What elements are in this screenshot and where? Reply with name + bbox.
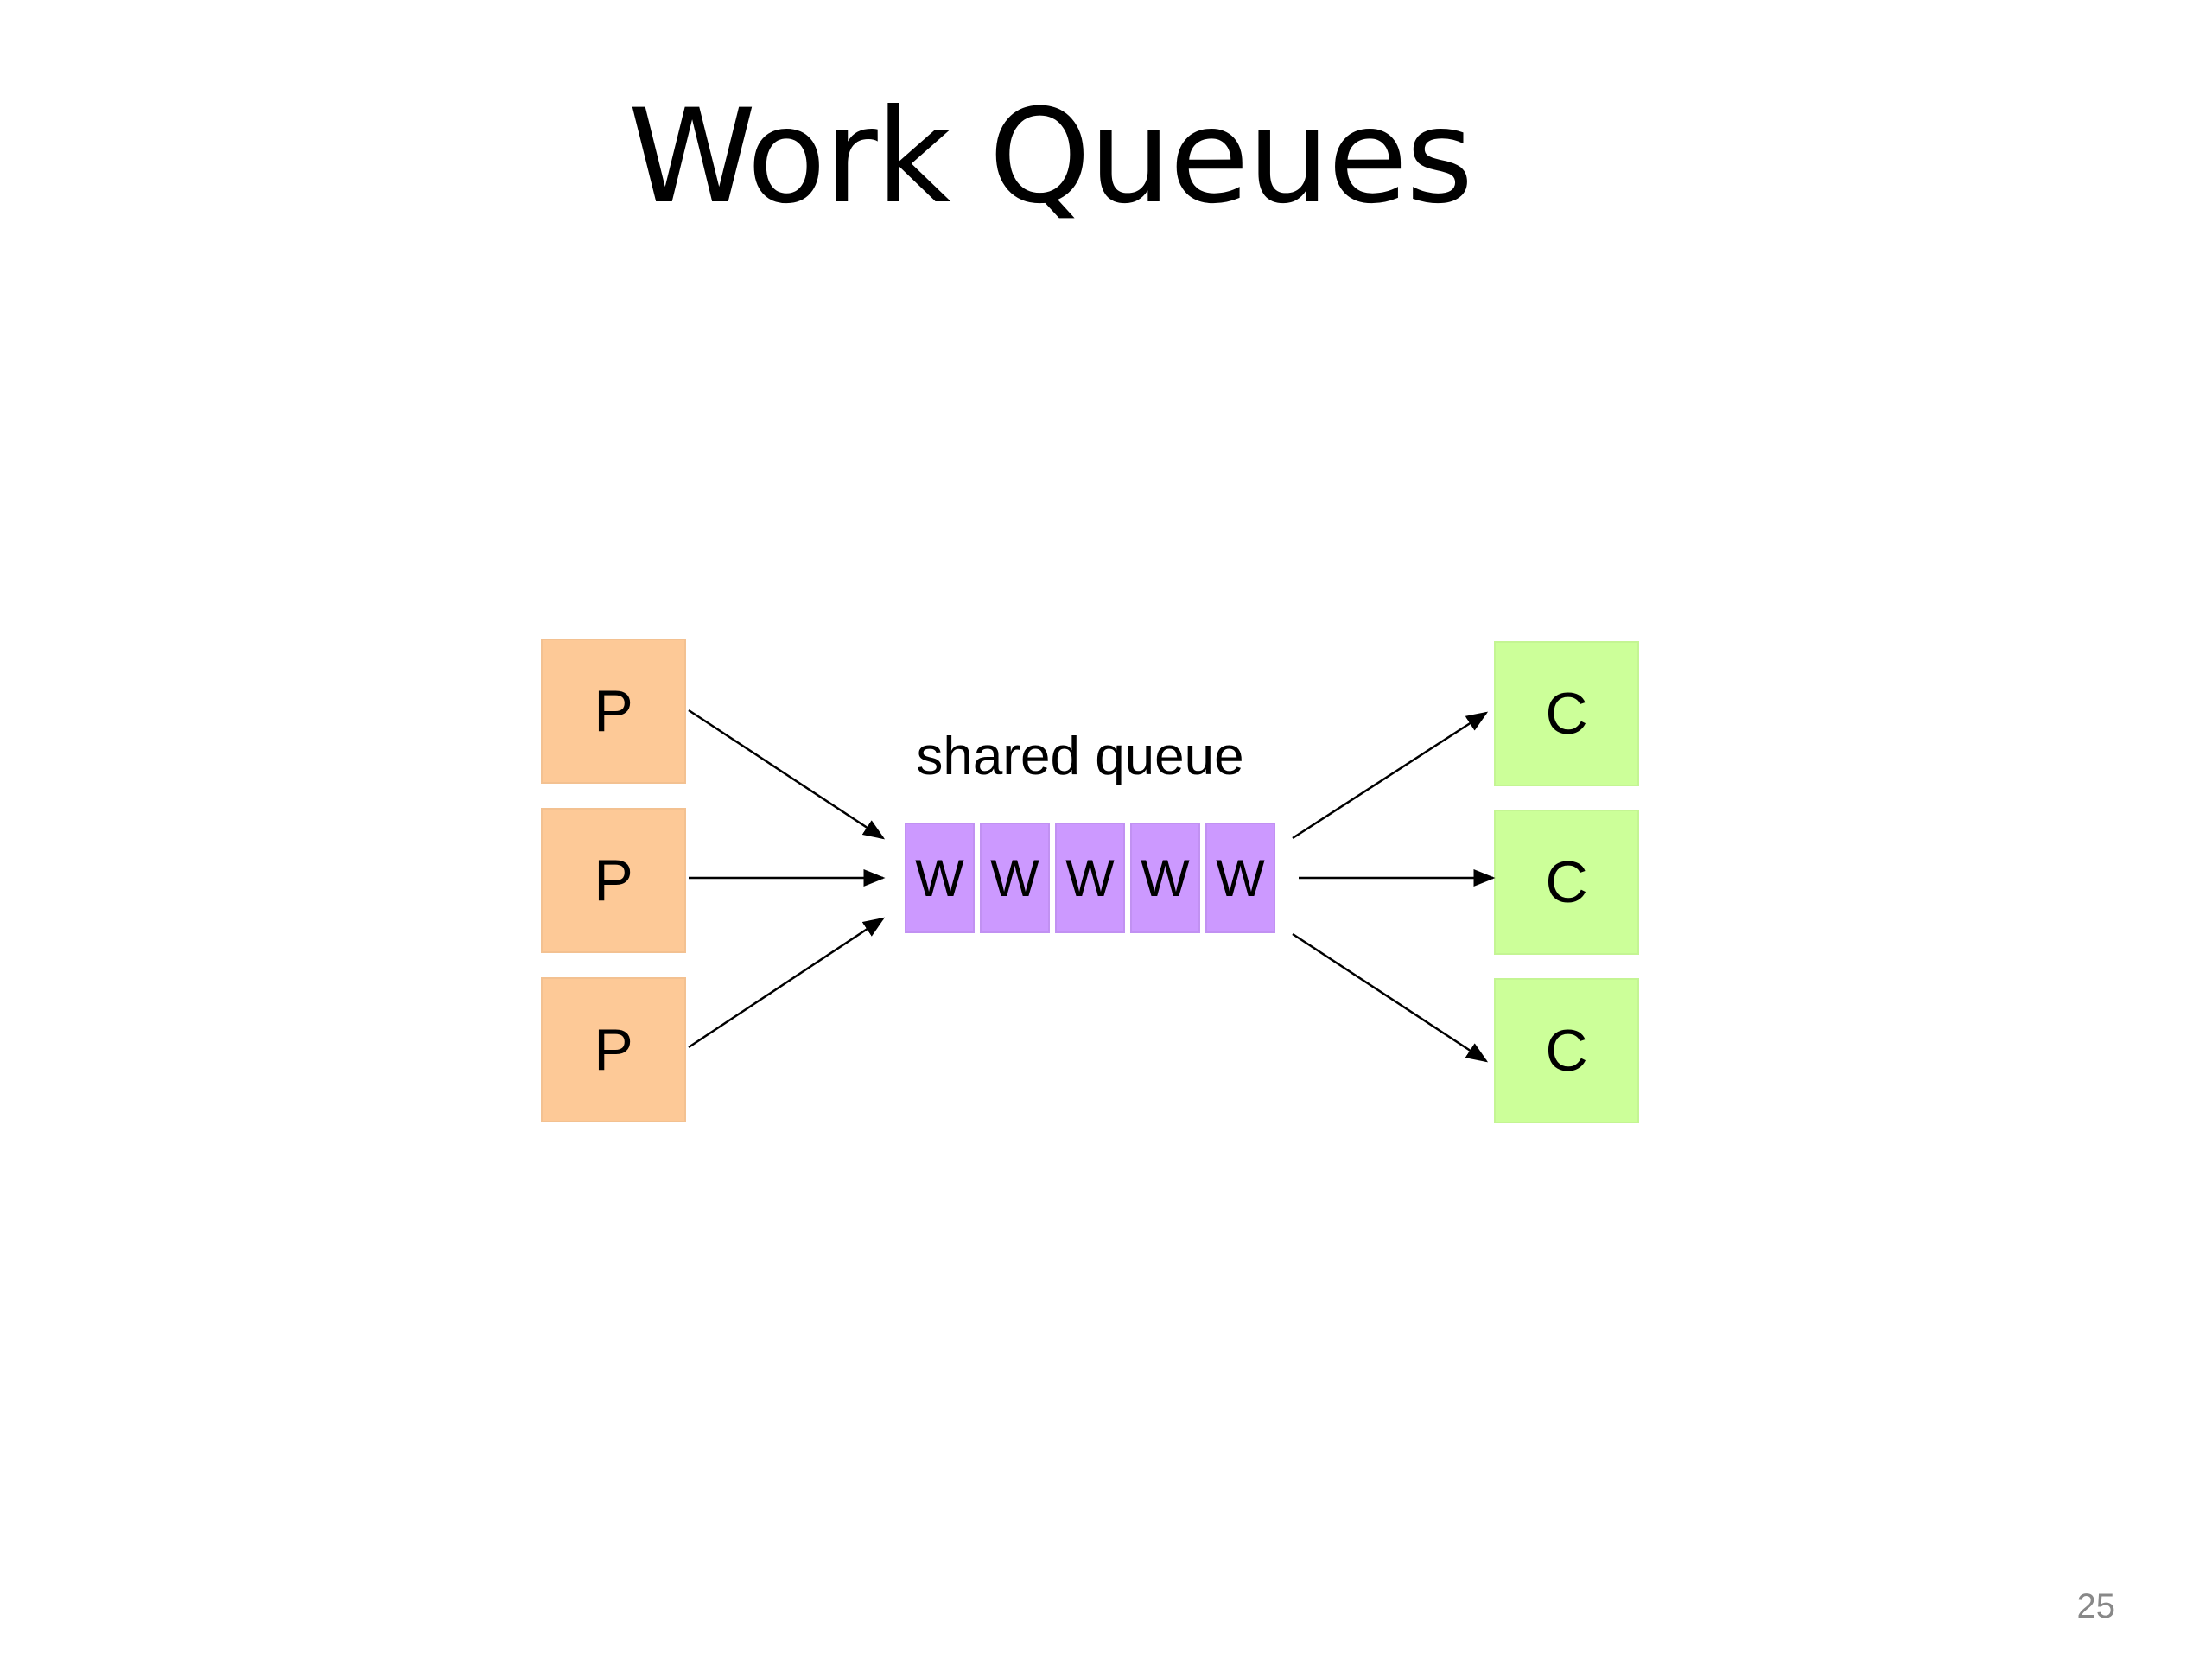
page-number: 25: [2076, 1587, 2116, 1625]
producer-to-queue-arrow: [688, 917, 886, 1049]
consumer-box: C: [1494, 810, 1639, 955]
shared-queue-label: shared queue: [916, 727, 1244, 786]
producer-box: P: [541, 639, 686, 784]
queue-to-consumer-arrow: [1292, 711, 1489, 840]
slide-title: Work Queues: [627, 82, 1473, 232]
producer-to-queue-arrow: [688, 709, 886, 840]
producer-box: P: [541, 977, 686, 1122]
queue-cell: W: [1205, 823, 1275, 933]
queue-cell: W: [1130, 823, 1200, 933]
queue-to-consumer-arrow: [1292, 932, 1489, 1063]
queue-cell: W: [905, 823, 975, 933]
queue-cell: W: [1055, 823, 1125, 933]
queue-cell: W: [980, 823, 1050, 933]
consumer-box: C: [1494, 641, 1639, 786]
producer-box: P: [541, 808, 686, 953]
consumer-box: C: [1494, 978, 1639, 1123]
